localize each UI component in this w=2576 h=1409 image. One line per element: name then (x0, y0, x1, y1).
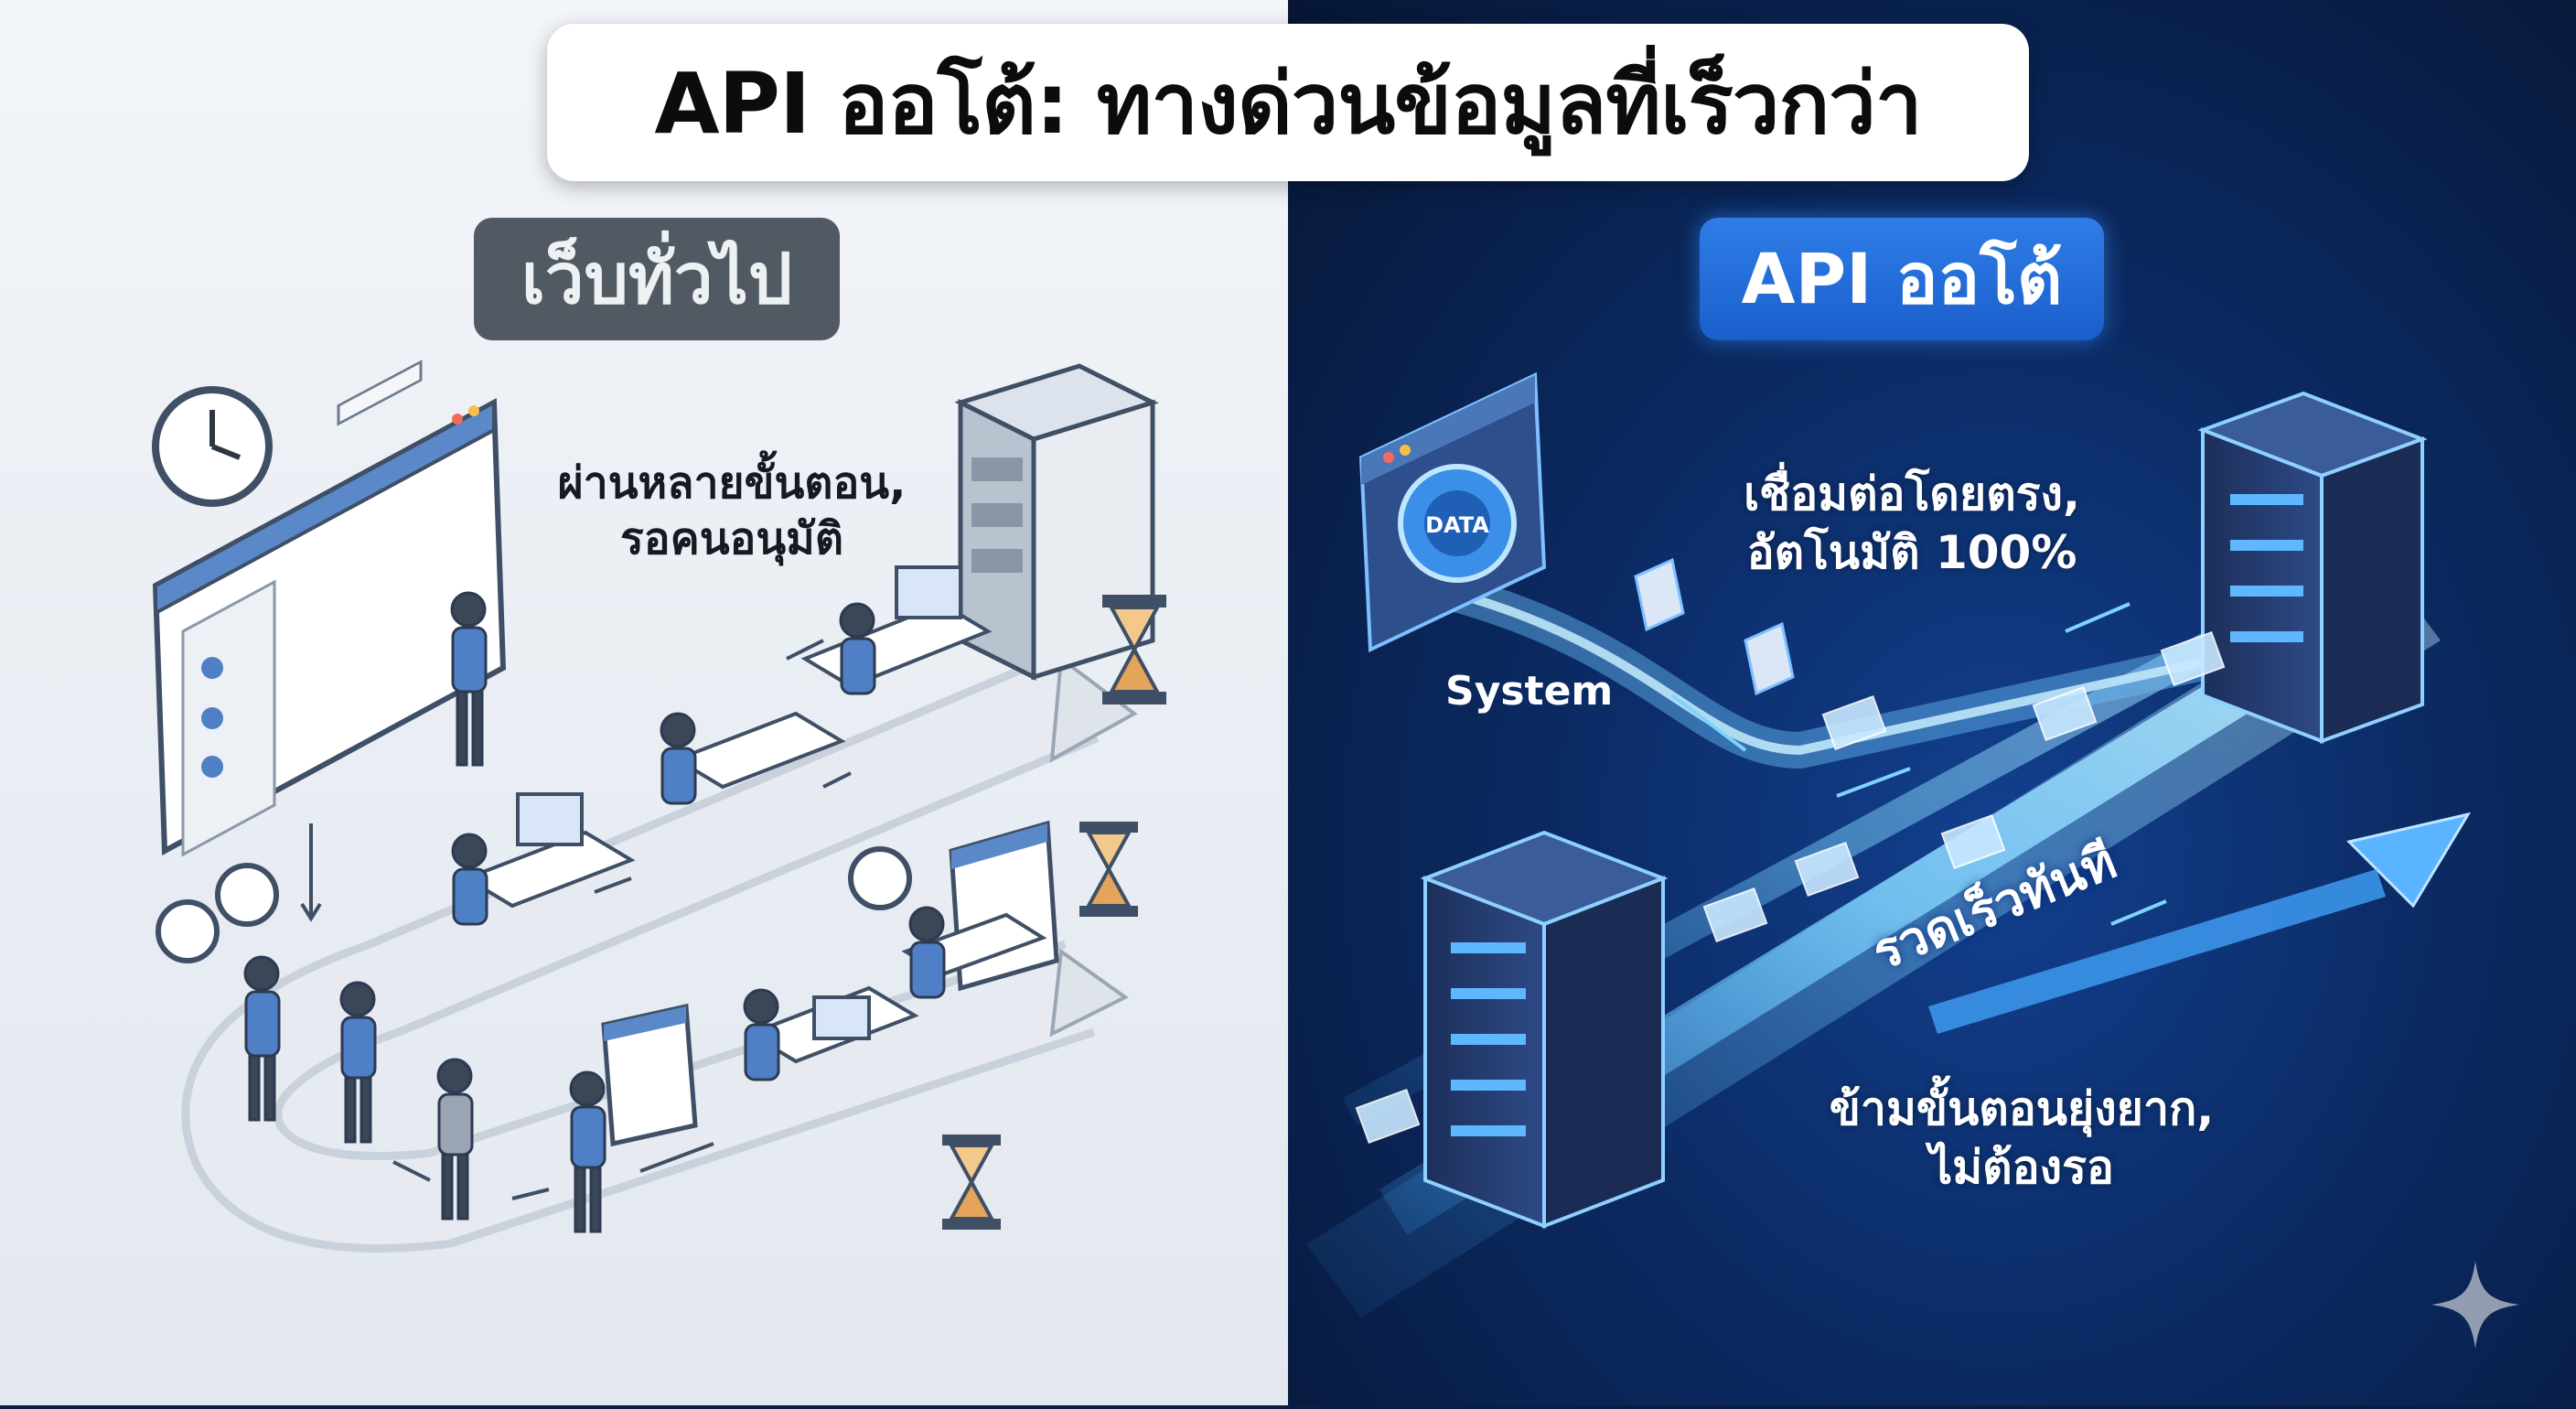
hourglass-icon (1102, 595, 1166, 704)
person-icon (243, 955, 281, 1122)
person-icon (451, 833, 488, 926)
right-note-bottom: ข้ามขั้นตอนยุ่งยาก, ไม่ต้องรอ (1793, 1080, 2250, 1197)
person-icon (436, 1058, 474, 1221)
person-icon (660, 712, 697, 805)
path-arrow-top-icon (1049, 655, 1138, 763)
sparkle-icon (2431, 1261, 2519, 1349)
arrow-icon (300, 639, 852, 1200)
right-note-top: เชื่อมต่อโดยตรง, อัตโนมัติ 100% (1711, 465, 2113, 582)
hourglass-icon (942, 1135, 1001, 1230)
server-icon (1420, 830, 1669, 1229)
right-panel-illustration: DATA (1306, 371, 2472, 1318)
left-note-line-1: ผ่านหลายขั้นตอน, (557, 457, 907, 509)
arrow-icon (1670, 602, 2167, 926)
path-arrow-bottom-icon (1049, 948, 1129, 1038)
clock-icon (848, 846, 912, 910)
server-icon (2197, 391, 2428, 744)
computer-monitor-icon (516, 565, 962, 1040)
right-note-bottom-line-1: ข้ามขั้นตอนยุ่งยาก, (1829, 1082, 2215, 1135)
person-icon (908, 906, 946, 999)
regular-web-label: เว็บทั่วไป (474, 218, 840, 340)
desk-workstation (462, 601, 1047, 1064)
page-title: API ออโต้: ทางด่วนข้อมูลที่เร็วกว่า (654, 54, 1922, 153)
person-icon (339, 981, 377, 1144)
gear-icon: DATA (1398, 464, 1517, 583)
clock-icon (156, 863, 279, 963)
person-icon (839, 602, 876, 695)
person-icon (569, 1070, 606, 1233)
browser-window-icon (601, 1003, 698, 1147)
browser-window-icon (152, 360, 507, 857)
system-label: System (1445, 668, 1614, 715)
envelope-icon (1355, 631, 2226, 1144)
api-auto-label-text: API ออโต้ (1741, 238, 2063, 319)
left-panel-illustration (152, 360, 1166, 1253)
left-note-line-2: รอคนอนุมัติ (620, 513, 843, 565)
fast-arrow-icon (2346, 812, 2472, 909)
right-note-top-line-2: อัตโนมัติ 100% (1746, 526, 2077, 579)
person-icon (450, 591, 488, 767)
document-icon (1634, 557, 1795, 696)
right-note-top-line-1: เชื่อมต่อโดยตรง, (1744, 468, 2080, 521)
right-note-bottom-line-2: ไม่ต้องรอ (1929, 1141, 2114, 1194)
clock-icon (152, 386, 273, 507)
person-icon (743, 988, 780, 1081)
gear-label: DATA (1425, 512, 1489, 538)
left-panel-regular-web (0, 0, 1288, 1405)
title-banner: API ออโต้: ทางด่วนข้อมูลที่เร็วกว่า (547, 24, 2029, 181)
regular-web-label-text: เว็บทั่วไป (521, 238, 793, 319)
hourglass-icon (1079, 822, 1138, 917)
left-note: ผ่านหลายขั้นตอน, รอคนอนุมัติ (531, 456, 933, 568)
api-auto-label: API ออโต้ (1700, 218, 2104, 340)
